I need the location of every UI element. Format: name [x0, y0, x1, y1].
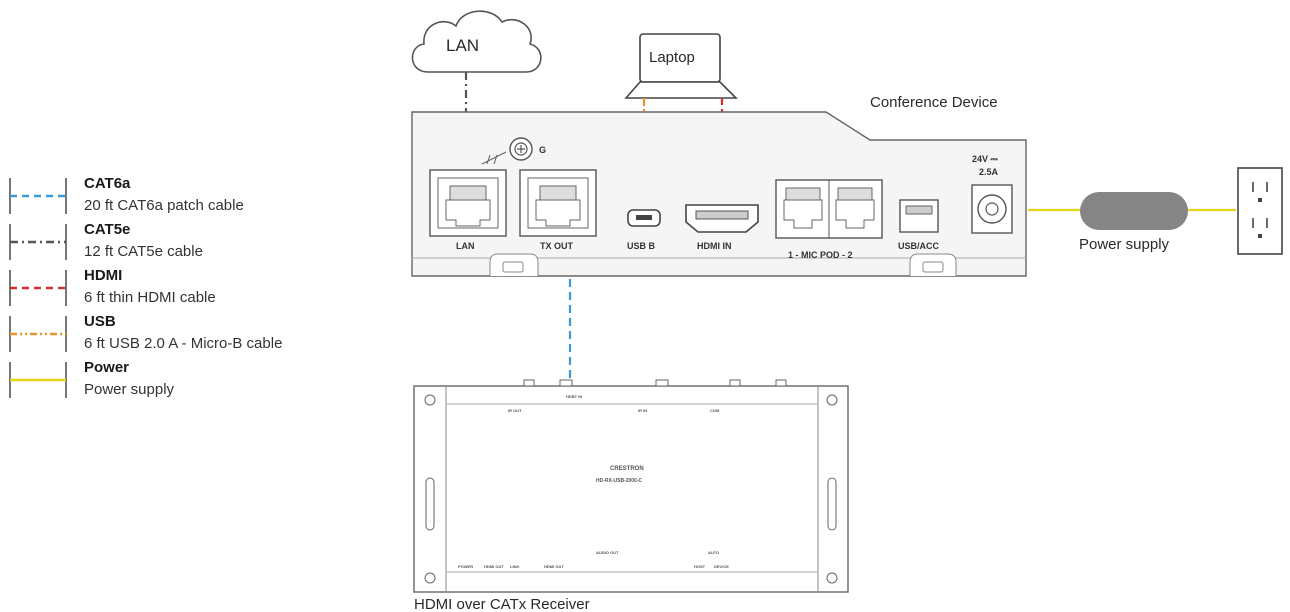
legend-item-cat6a: CAT6a 20 ft CAT6a patch cable [9, 175, 244, 214]
lan-cloud: LAN [411, 10, 542, 73]
receiver-brand: CRESTRON [610, 466, 644, 472]
receiver-model: HD-RX-USB-2000-C [596, 478, 643, 484]
receiver-body [413, 385, 849, 593]
legend-title-hdmi: HDMI [84, 267, 122, 284]
conference-device: Conference Device G LAN TX OUT [411, 94, 1027, 277]
ground-icon [481, 151, 507, 165]
laptop[interactable]: Laptop [624, 33, 738, 99]
usb-acc-port-label: USB/ACC [898, 241, 940, 251]
tx-out-port-label: TX OUT [540, 241, 574, 251]
cloud-icon [411, 10, 542, 73]
mic-pod-ports[interactable]: 1 - MIC POD - 2 [775, 179, 883, 260]
receiver-audio-out-label: AUDIO OUT [596, 550, 619, 555]
hdmi-in-port-label: HDMI IN [697, 241, 732, 251]
usb-acc-port[interactable]: USB/ACC [898, 199, 940, 251]
receiver-ir-in-label: IR IN [638, 408, 647, 413]
legend-item-hdmi: HDMI 6 ft thin HDMI cable [9, 267, 216, 306]
lan-port-label: LAN [456, 241, 475, 251]
legend-item-usb: USB 6 ft USB 2.0 A - Micro-B cable [9, 313, 282, 352]
power-brick [1080, 192, 1188, 230]
lan-port[interactable]: LAN [429, 169, 507, 251]
legend-title-cat5e: CAT5e [84, 221, 130, 238]
laptop-base [624, 81, 738, 99]
usb-b-port[interactable]: USB B [627, 209, 661, 251]
ground-terminal: G [481, 137, 546, 165]
power-supply: Power supply [1079, 192, 1188, 253]
mic-pod-label: 1 - MIC POD - 2 [788, 250, 853, 260]
outlet-icon [1237, 167, 1283, 255]
usb-b-port-label: USB B [627, 241, 656, 251]
hdmi-over-catx-receiver: IR OUT HDBT IN IR IN COM CRESTRON HD-RX-… [413, 379, 849, 612]
power-supply-label: Power supply [1079, 236, 1170, 253]
legend-item-cat5e: CAT5e 12 ft CAT5e cable [9, 221, 203, 260]
legend-desc-cat6a: 20 ft CAT6a patch cable [84, 197, 244, 214]
ground-label: G [539, 145, 546, 155]
lan-cloud-label: LAN [446, 36, 479, 55]
conference-device-label: Conference Device [870, 94, 998, 111]
legend-desc-power: Power supply [84, 381, 175, 398]
amperage-label: 2.5A [979, 167, 999, 177]
laptop-label: Laptop [649, 49, 695, 66]
legend-title-usb: USB [84, 313, 116, 330]
legend-title-power: Power [84, 359, 129, 376]
receiver-ir-out-label: IR OUT [508, 408, 522, 413]
power-jack[interactable]: 24V ⎓ 2.5A [971, 154, 1013, 234]
receiver-auto-label: AUTO [708, 550, 719, 555]
legend-desc-usb: 6 ft USB 2.0 A - Micro-B cable [84, 335, 282, 352]
legend-desc-cat5e: 12 ft CAT5e cable [84, 243, 203, 260]
tx-out-port[interactable]: TX OUT [519, 169, 597, 251]
receiver-hdbt-in-label: HDBT IN [566, 394, 582, 399]
receiver-label: HDMI over CATx Receiver [414, 596, 590, 612]
voltage-label: 24V ⎓ [972, 154, 999, 164]
receiver-power-label: POWER [458, 564, 473, 569]
receiver-hdmi-out2-label: HDMI OUT [544, 564, 564, 569]
receiver-link-label: LINK [510, 564, 519, 569]
legend-title-cat6a: CAT6a [84, 175, 131, 192]
receiver-hdmi-out-label: HDMI OUT [484, 564, 504, 569]
receiver-host-label: HOST [694, 564, 706, 569]
receiver-device-label: DEVICE [714, 564, 729, 569]
receiver-com-label: COM [710, 408, 720, 413]
hdmi-in-port[interactable]: HDMI IN [685, 204, 759, 251]
legend-desc-hdmi: 6 ft thin HDMI cable [84, 289, 216, 306]
wall-outlet [1237, 167, 1283, 255]
